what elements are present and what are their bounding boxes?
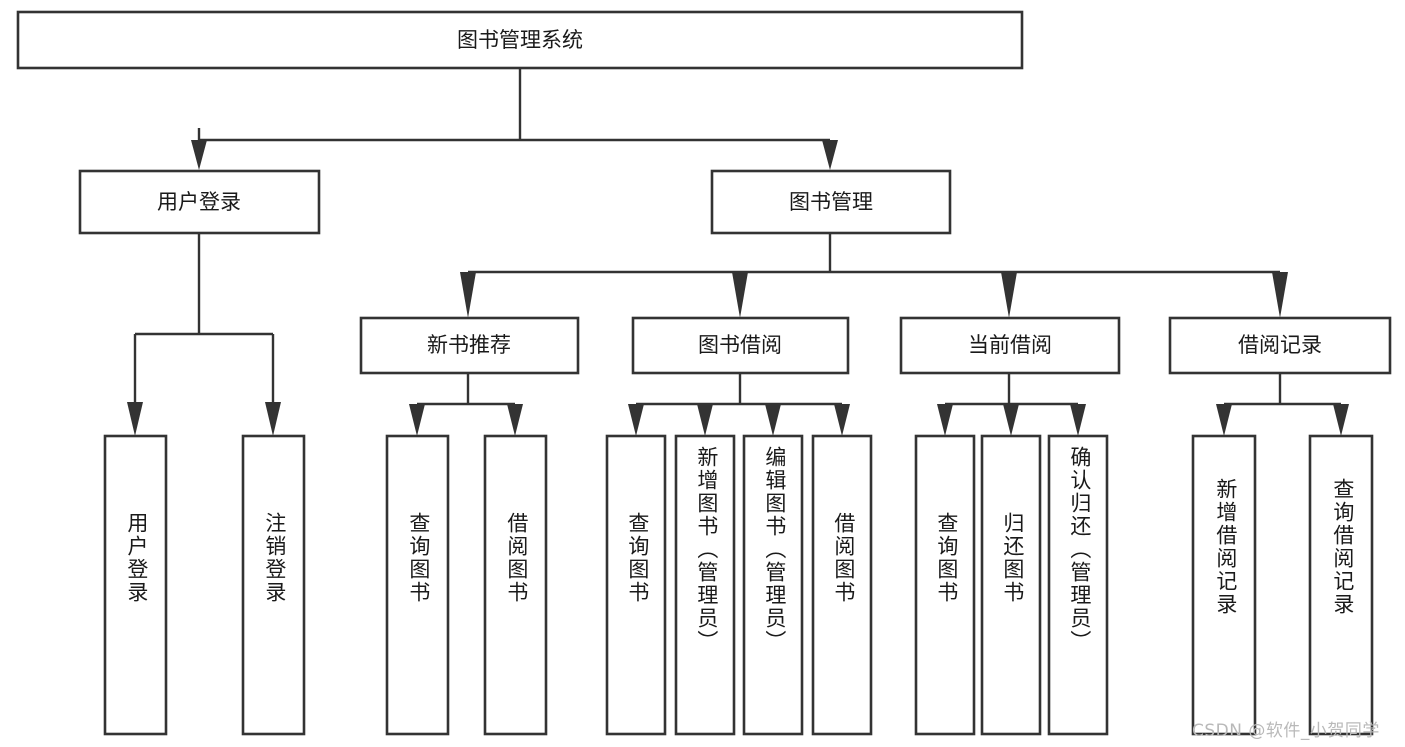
arrow-head-icon <box>1003 404 1019 436</box>
node-user-login[interactable] <box>78 169 321 235</box>
arrow-head-icon <box>628 404 644 436</box>
connector-bookborrow-to-leaves <box>628 373 850 436</box>
node-book-management-label: 图书管理 <box>789 190 873 214</box>
node-book-borrow[interactable] <box>631 316 850 375</box>
node-current-borrow-label: 当前借阅 <box>968 333 1052 357</box>
connector-root-to-level2 <box>191 68 838 170</box>
node-book-borrow-label: 图书借阅 <box>698 333 782 357</box>
arrow-head-icon <box>822 140 838 170</box>
node-root[interactable] <box>16 10 1024 70</box>
node-user-login-label: 用户登录 <box>157 190 241 214</box>
arrow-head-icon <box>191 140 207 170</box>
node-current-borrow[interactable] <box>899 316 1121 375</box>
node-leaf-add-book-admin[interactable] <box>674 434 736 736</box>
node-leaf-borrow-book-recommend[interactable] <box>483 434 548 736</box>
node-new-book-recommend[interactable] <box>359 316 580 375</box>
node-leaf-query-book-recommend[interactable] <box>385 434 450 736</box>
node-leaf-user-logout[interactable] <box>241 434 306 736</box>
node-leaf-borrow-book[interactable] <box>811 434 873 736</box>
connector-borrowrecord-to-leaves <box>1216 373 1349 436</box>
node-leaf-edit-book-admin[interactable] <box>742 434 804 736</box>
arrow-head-icon <box>265 402 281 436</box>
arrow-head-icon <box>1216 404 1232 436</box>
arrow-head-icon <box>937 404 953 436</box>
node-new-book-recommend-label: 新书推荐 <box>427 333 511 357</box>
node-leaf-user-login[interactable] <box>103 434 168 736</box>
node-leaf-query-book-borrow[interactable] <box>605 434 667 736</box>
arrow-head-icon <box>834 404 850 436</box>
node-leaf-add-borrow-record[interactable] <box>1191 434 1257 736</box>
node-leaf-confirm-return-admin[interactable] <box>1047 434 1109 736</box>
connector-newbook-to-leaves <box>409 373 523 436</box>
node-root-label: 图书管理系统 <box>457 28 583 52</box>
arrow-head-icon <box>765 404 781 436</box>
arrow-head-icon <box>697 404 713 436</box>
node-book-management[interactable] <box>710 169 952 235</box>
node-borrow-record-label: 借阅记录 <box>1238 333 1322 357</box>
node-leaf-return-book[interactable] <box>980 434 1042 736</box>
arrow-head-icon <box>460 272 476 318</box>
connector-currentborrow-to-leaves <box>937 373 1086 436</box>
arrow-head-icon <box>1070 404 1086 436</box>
arrow-head-icon <box>732 272 748 318</box>
arrow-head-icon <box>1272 272 1288 318</box>
arrow-head-icon <box>507 404 523 436</box>
arrow-head-icon <box>1001 272 1017 318</box>
connector-userlogin-to-leaves <box>127 233 281 436</box>
arrow-head-icon <box>1333 404 1349 436</box>
node-leaf-query-book-current[interactable] <box>914 434 976 736</box>
arrow-head-icon <box>409 404 425 436</box>
arrow-head-icon <box>127 402 143 436</box>
csdn-watermark: CSDN @软件_小贺同学 <box>1192 721 1380 741</box>
node-leaf-query-borrow-record[interactable] <box>1308 434 1374 736</box>
node-borrow-record[interactable] <box>1168 316 1392 375</box>
connector-bookmgmt-to-level3 <box>460 233 1288 318</box>
